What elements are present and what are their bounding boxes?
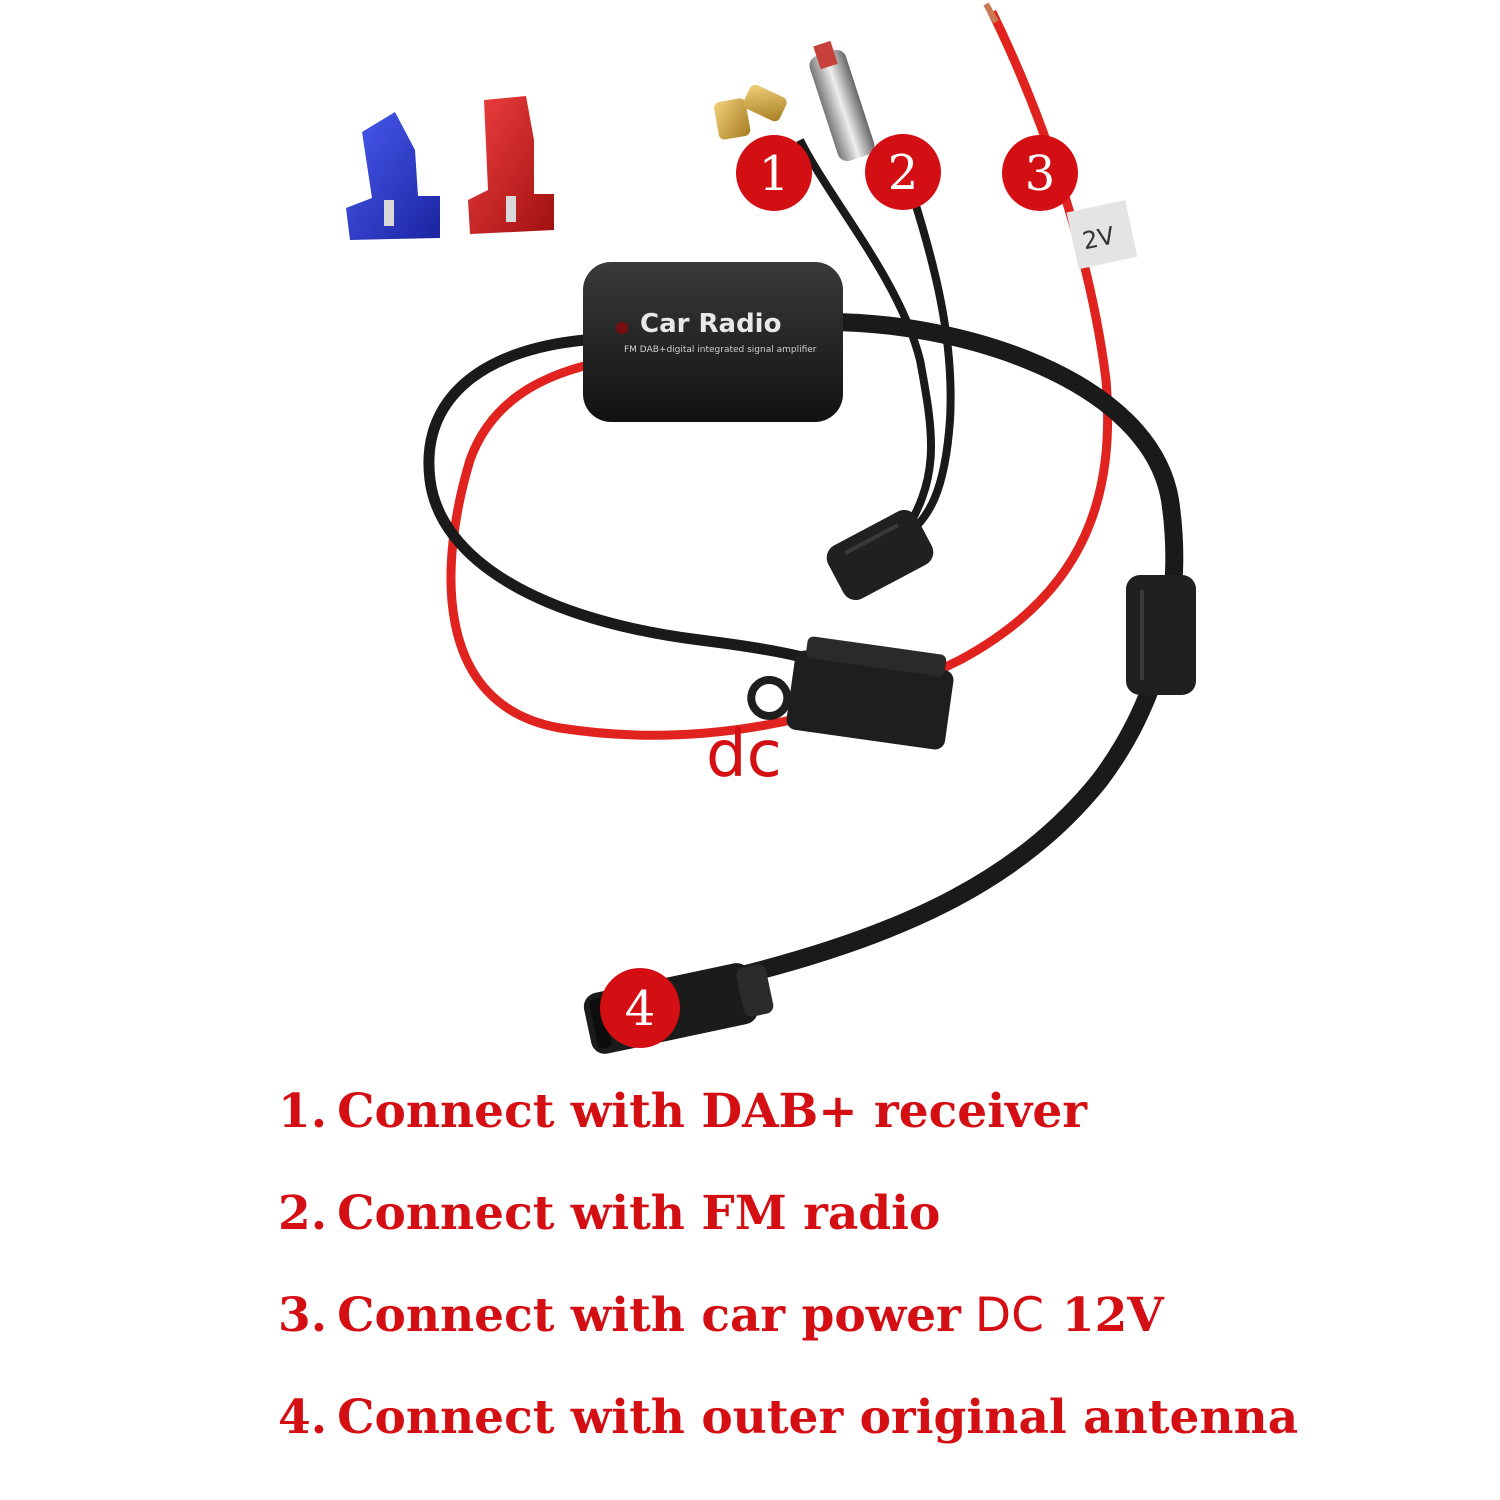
badge-4: 4 (600, 968, 680, 1048)
dc-label: dc (706, 718, 782, 792)
amplifier-sublabel: FM DAB+digital integrated signal amplifi… (624, 345, 817, 355)
wire-tag: 2V (1066, 199, 1138, 270)
svg-text:1: 1 (759, 146, 790, 202)
amplifier-label: Car Radio (640, 309, 781, 339)
step-text: Connect with FM radio (337, 1186, 941, 1241)
amplifier-box: Car Radio FM DAB+digital integrated sign… (583, 262, 843, 422)
instruction-list: 1.Connect with DAB+ receiver 2.Connect w… (278, 1085, 1458, 1493)
badge-2: 2 (865, 134, 941, 210)
step-number: 4. (278, 1390, 328, 1445)
instruction-item-1: 1.Connect with DAB+ receiver (278, 1085, 1458, 1187)
step-number: 1. (278, 1084, 328, 1139)
fm-plug (809, 40, 875, 162)
ferrite-choke-lower (1126, 575, 1196, 695)
red-splice-connector (468, 96, 554, 234)
blue-splice-connector (346, 112, 440, 240)
step-text: Connect with DAB+ receiver (337, 1084, 1088, 1139)
wire-tag-text: 2V (1080, 221, 1117, 255)
svg-text:4: 4 (625, 981, 656, 1037)
black-cable-left-loop (423, 334, 864, 685)
step-voltage: 12V (1061, 1288, 1164, 1343)
step-text: Connect with car power (337, 1288, 961, 1343)
smb-connector (714, 84, 787, 140)
step-number: 3. (278, 1288, 328, 1343)
fuse-holder (747, 636, 954, 750)
ferrite-choke-upper (826, 509, 934, 601)
instruction-item-4: 4.Connect with outer original antenna (278, 1391, 1458, 1493)
svg-text:3: 3 (1025, 146, 1056, 202)
dab-lead-cable (796, 138, 936, 543)
step-number: 2. (278, 1186, 328, 1241)
badge-1: 1 (736, 135, 812, 211)
step-text: Connect with outer original antenna (337, 1390, 1299, 1445)
step-dc-symbol: DC (974, 1288, 1044, 1343)
badge-3: 3 (1002, 135, 1078, 211)
product-photo: Car Radio FM DAB+digital integrated sign… (346, 2, 1196, 1054)
svg-text:2: 2 (888, 145, 919, 201)
instruction-item-2: 2.Connect with FM radio (278, 1187, 1458, 1289)
fm-lead-cable (897, 168, 955, 544)
led-indicator-icon (616, 322, 628, 334)
